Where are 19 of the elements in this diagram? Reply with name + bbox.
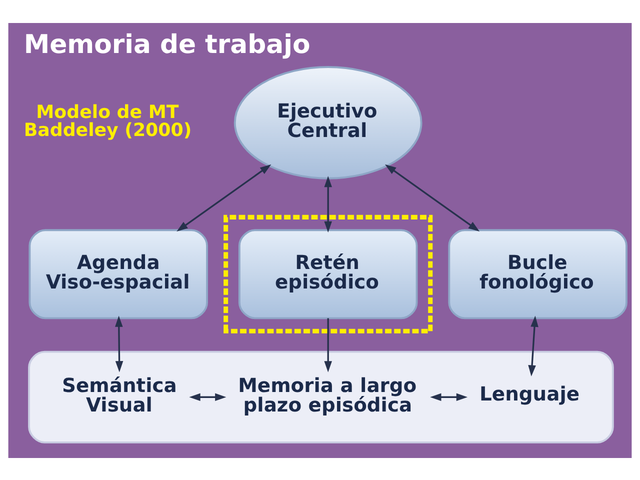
cluster <box>224 214 433 333</box>
label: Modelo de MT Baddeley (2000) <box>24 101 192 140</box>
node-text: Semántica Visual <box>62 373 177 416</box>
arrow <box>324 318 332 372</box>
arrow <box>115 315 124 372</box>
node-box: Agenda Viso-espacial <box>28 228 208 319</box>
arrow <box>189 392 226 401</box>
arrow <box>528 315 538 376</box>
arrow <box>176 164 272 231</box>
arrow <box>430 392 468 401</box>
arrow <box>385 164 480 231</box>
arrow <box>324 176 332 232</box>
node-box: Bucle fonológico <box>448 228 628 319</box>
node-text: Lenguaje <box>480 382 580 405</box>
cluster <box>28 350 614 443</box>
node-box: Retén episódico <box>238 228 418 319</box>
node-ellipse: Ejecutivo Central <box>234 66 422 179</box>
diagram-title: Memoria de trabajo <box>24 29 310 60</box>
node-text: Memoria a largo plazo episódica <box>238 373 417 416</box>
